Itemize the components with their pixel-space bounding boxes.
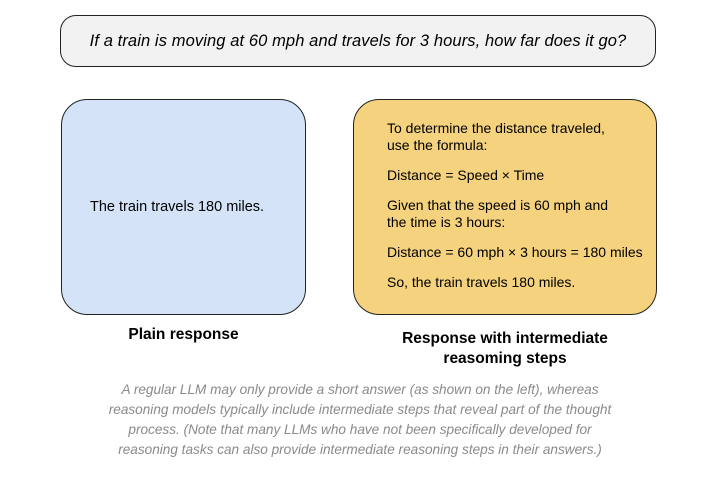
plain-answer-text: The train travels 180 miles. <box>90 199 265 215</box>
reasoning-step-4: Distance = 60 mph × 3 hours = 180 miles <box>387 244 643 260</box>
footnote-text: A regular LLM may only provide a short a… <box>108 382 612 457</box>
reasoning-step-3: Given that the speed is 60 mph and the t… <box>387 197 609 230</box>
reasoning-response-caption: Response with intermediate reasoming ste… <box>402 330 608 367</box>
plain-response-panel: The train travels 180 miles. <box>61 99 306 315</box>
reasoning-response-panel: To determine the distance traveled, use … <box>353 99 657 315</box>
plain-response-caption: Plain response <box>128 326 239 343</box>
reasoning-step-1: To determine the distance traveled, use … <box>387 120 605 153</box>
reasoning-step-2: Distance = Speed × Time <box>387 167 545 183</box>
reasoning-step-5: So, the train travels 180 miles. <box>387 274 576 290</box>
question-box: If a train is moving at 60 mph and trave… <box>60 15 656 67</box>
question-text: If a train is moving at 60 mph and trave… <box>89 31 627 50</box>
